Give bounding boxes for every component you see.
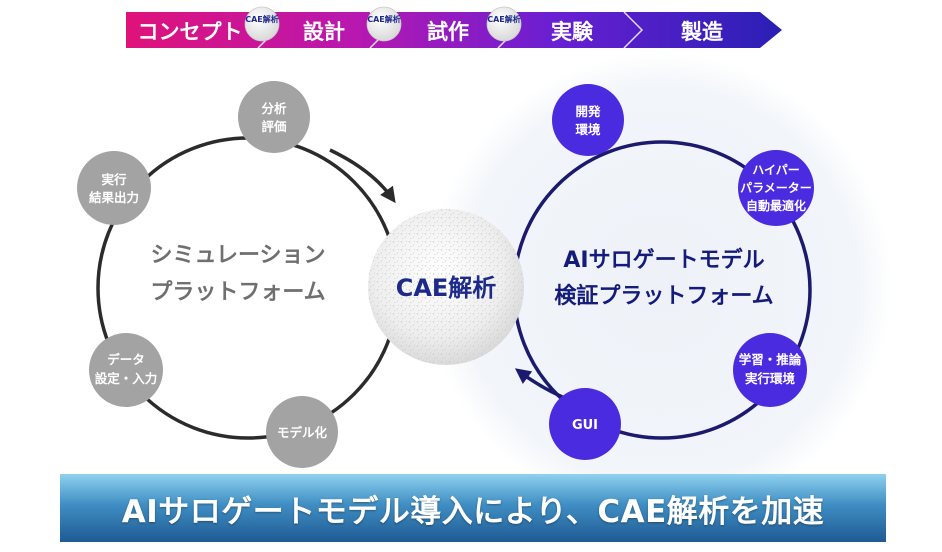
- process-step-design: 設計: [303, 20, 345, 44]
- node-dev-environment: 開発 環境: [552, 84, 624, 156]
- cae-center-label: CAE解析: [396, 274, 497, 302]
- process-bar: コンセプト 設計 試作 実験 製造 CAE解析 CAE解析 CAE解析: [126, 6, 782, 49]
- node-analysis-evaluation: 分析 評価: [238, 81, 310, 153]
- svg-text:結果出力: 結果出力: [89, 190, 139, 205]
- cae-badge: CAE解析: [366, 6, 402, 42]
- svg-text:開発: 開発: [575, 104, 601, 119]
- cae-badge: CAE解析: [244, 6, 280, 42]
- process-step-concept: コンセプト: [138, 20, 243, 44]
- simulation-platform-title-line2: プラットフォーム: [150, 280, 325, 305]
- node-training-inference: 学習・推論 実行環境: [733, 333, 807, 407]
- process-step-prototype: 試作: [427, 20, 469, 44]
- cae-badge-label: CAE解析: [487, 14, 521, 24]
- cae-badge: CAE解析: [486, 6, 522, 42]
- node-hyperparameter-optimization: ハイパー パラメーター 自動最適化: [738, 150, 814, 226]
- process-step-experiment: 実験: [551, 20, 594, 44]
- svg-text:ハイパー: ハイパー: [752, 163, 800, 177]
- simulation-cycle-arrow: [329, 148, 396, 204]
- svg-text:モデル化: モデル化: [277, 425, 328, 440]
- cae-center-circle: CAE解析: [368, 209, 524, 365]
- surrogate-platform-title-line1: AIサロゲートモデル: [563, 247, 764, 273]
- node-data-input: データ 設定・入力: [89, 333, 163, 407]
- process-bar-band: [126, 12, 782, 48]
- svg-text:実行: 実行: [101, 172, 127, 187]
- surrogate-platform-title-line2: 検証プラットフォーム: [554, 283, 773, 309]
- cae-badge-label: CAE解析: [245, 14, 279, 24]
- svg-text:環境: 環境: [575, 122, 601, 137]
- node-modeling: モデル化: [266, 396, 338, 468]
- svg-text:データ: データ: [107, 352, 145, 367]
- conclusion-banner: AIサロゲートモデル導入により、CAE解析を加速: [60, 474, 886, 542]
- svg-text:分析: 分析: [261, 101, 287, 116]
- simulation-platform-title-line1: シミュレーション: [150, 243, 325, 268]
- svg-text:GUI: GUI: [572, 418, 598, 433]
- step-divider: [623, 11, 644, 49]
- svg-text:設定・入力: 設定・入力: [95, 371, 158, 386]
- svg-text:実行環境: 実行環境: [745, 371, 796, 386]
- process-step-manufacturing: 製造: [680, 20, 724, 44]
- conclusion-banner-text: AIサロゲートモデル導入により、CAE解析を加速: [121, 493, 825, 530]
- svg-text:パラメーター: パラメーター: [740, 181, 812, 195]
- svg-text:自動最適化: 自動最適化: [746, 198, 806, 213]
- cae-badge-label: CAE解析: [367, 14, 401, 24]
- node-gui: GUI: [549, 388, 621, 460]
- svg-text:評価: 評価: [261, 119, 287, 134]
- svg-text:学習・推論: 学習・推論: [739, 352, 802, 367]
- node-execution-output: 実行 結果出力: [77, 151, 151, 225]
